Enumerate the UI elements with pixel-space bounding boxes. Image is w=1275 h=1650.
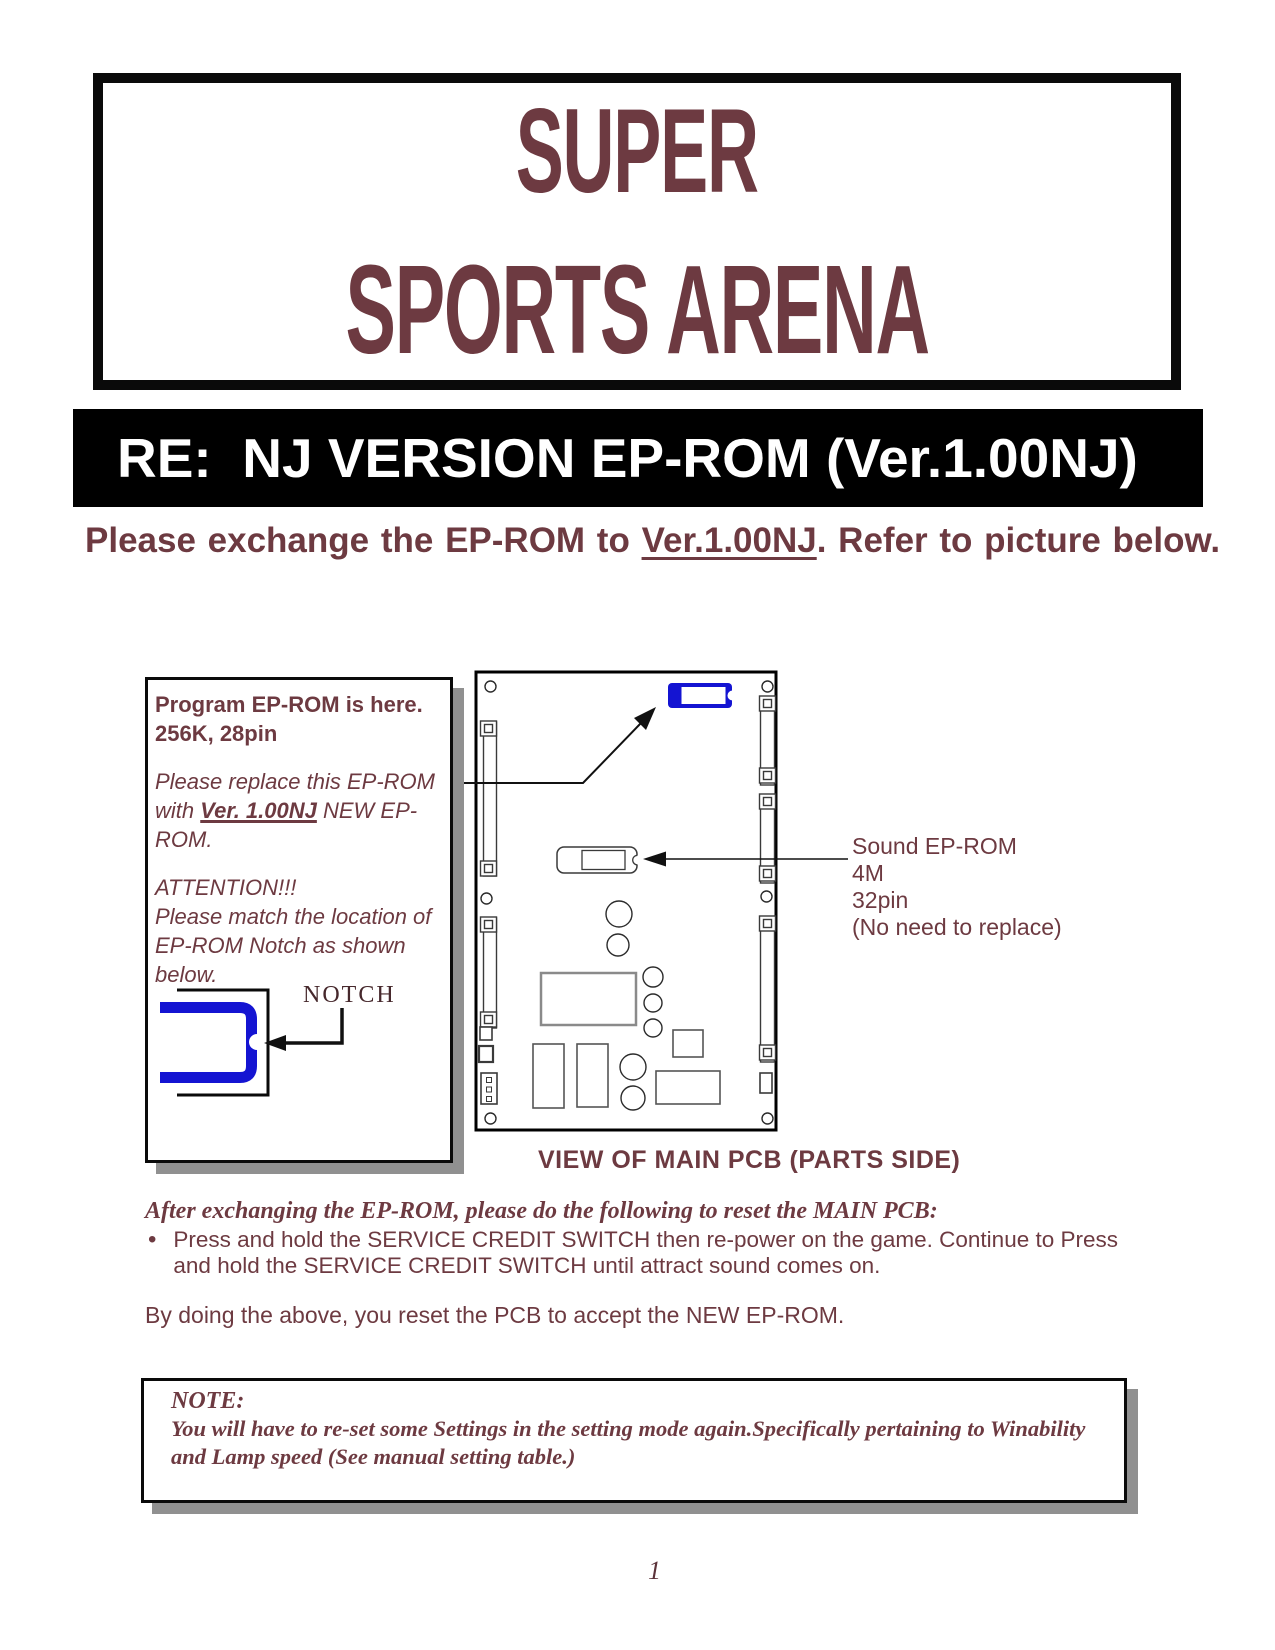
eprom-chip-outline [160, 1002, 257, 1083]
left-edge-connectors [479, 720, 498, 1029]
bullet-marker: • [148, 1226, 157, 1253]
callout-attention-body: Please match the location of EP-ROM Notc… [155, 904, 432, 987]
program-eprom-callout-box: Program EP-ROM is here. 256K, 28pin Plea… [145, 677, 453, 1163]
sound-pointer-arrow [643, 851, 848, 867]
mounting-holes [480, 680, 774, 1125]
callout-attention-paragraph: ATTENTION!!! Please match the location o… [155, 873, 442, 989]
callout-heading: Program EP-ROM is here. 256K, 28pin [155, 690, 442, 748]
sound-label-line1: Sound EP-ROM [852, 833, 1017, 859]
intro-before: Please exchange the EP-ROM to [85, 521, 642, 560]
callout-heading-line1: Program EP-ROM is here. [155, 692, 423, 717]
pcb-caption: VIEW OF MAIN PCB (PARTS SIDE) [538, 1146, 961, 1174]
capacitors [605, 900, 664, 1111]
callout-replace-after: NEW EP-ROM. [155, 798, 418, 852]
sound-label-line2: 4M [852, 860, 884, 886]
program-pointer-arrow [453, 707, 656, 784]
notch-cutout [249, 1034, 265, 1050]
pcb-board-outline [474, 670, 778, 1132]
intro-after: . Refer to picture below. [816, 521, 1221, 560]
ic-blocks [532, 971, 721, 1109]
callout-replace-version: Ver. 1.00NJ [200, 798, 317, 823]
reset-bullet-text: Press and hold the SERVICE CREDIT SWITCH… [173, 1227, 1118, 1278]
reset-bullet-item: • Press and hold the SERVICE CREDIT SWIT… [148, 1227, 1133, 1279]
callout-replace-paragraph: Please replace this EP-ROM with Ver. 1.0… [155, 767, 442, 854]
right-edge-connectors [758, 695, 777, 1063]
sound-eprom-label: Sound EP-ROM 4M 32pin (No need to replac… [852, 833, 1062, 941]
program-eprom-chip [668, 683, 738, 708]
callout-attention-heading: ATTENTION!!! [155, 875, 297, 900]
reset-result-text: By doing the above, you reset the PCB to… [145, 1302, 845, 1328]
subject-banner: RE: NJ VERSION EP-ROM (Ver.1.00NJ) [73, 409, 1203, 507]
game-title-line1: SUPER [515, 83, 759, 218]
intro-version: Ver.1.00NJ [641, 521, 817, 560]
sound-label-line3: 32pin [852, 887, 909, 913]
pcb-diagram [453, 670, 848, 1132]
note-body: You will have to re-set some Settings in… [171, 1416, 1086, 1469]
callout-replace-before: Please replace this EP-ROM with [155, 769, 435, 823]
note-box: NOTE: You will have to re-set some Setti… [141, 1378, 1127, 1503]
notch-figure [160, 988, 344, 1097]
title-box: SUPER SPORTS ARENA [93, 73, 1181, 390]
callout-heading-line2: 256K, 28pin [155, 721, 278, 746]
notch-pointer-arrowhead [264, 1035, 286, 1051]
note-label: NOTE: [171, 1388, 245, 1414]
notch-label: NOTCH [303, 982, 396, 1008]
edge-parts [477, 1026, 773, 1105]
notch-pointer-line [284, 1008, 344, 1045]
intro-sentence: Please exchange the EP-ROM to Ver.1.00NJ… [85, 517, 1225, 565]
sound-label-line4: (No need to replace) [852, 914, 1062, 940]
game-title-line2: SPORTS ARENA [345, 238, 930, 380]
reset-heading: After exchanging the EP-ROM, please do t… [145, 1198, 938, 1224]
sound-eprom-chip [556, 846, 643, 874]
subject-banner-text: RE: NJ VERSION EP-ROM (Ver.1.00NJ) [117, 426, 1138, 489]
page-number: 1 [648, 1556, 661, 1585]
